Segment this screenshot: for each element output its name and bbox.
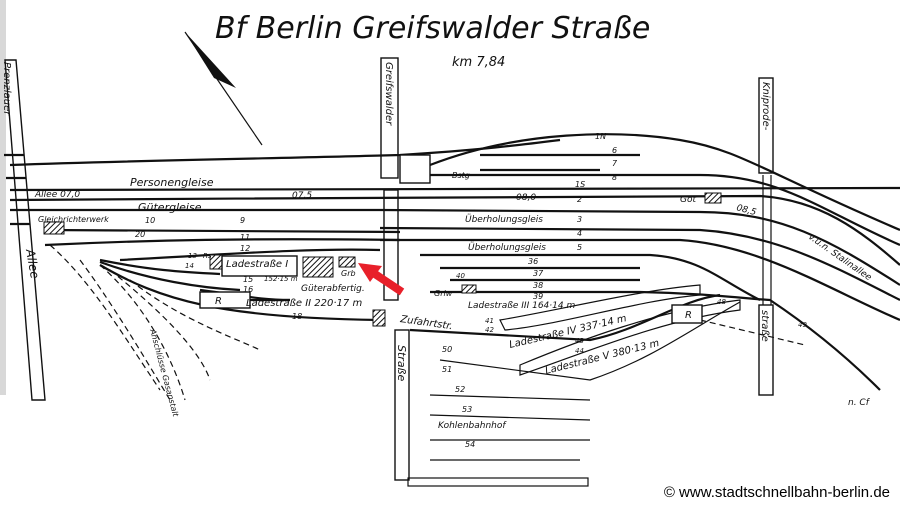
track-number: 52 (455, 385, 465, 394)
track-number: 15 (243, 275, 253, 284)
street-kniprode: Kniprode- (760, 82, 771, 131)
track-number: 10 (145, 216, 155, 225)
label-kohlenbahnhof: Kohlenbahnhof (438, 421, 507, 431)
label-r2: R (685, 310, 692, 321)
label-n-cf: n. Cf (848, 398, 871, 408)
label-ueberholungsgleis-1: Überholungsgleis (465, 214, 543, 225)
label-personengleise: Personengleise (130, 176, 214, 189)
label-grlw: Grlw (434, 289, 453, 298)
main-tracks (9, 133, 900, 391)
track-number: 43 (575, 337, 584, 345)
label-allee-km: Allee 07,0 (34, 190, 80, 200)
street-greifswalder: Greifswalder (383, 62, 394, 126)
label-gleichrichterwerk: Gleichrichterwerk (38, 215, 109, 224)
track-number: 36 (528, 257, 538, 266)
track-number: 53 (462, 405, 472, 414)
label-ladestrasse-1: Ladestraße I (226, 259, 288, 270)
track-number: 1N (595, 132, 606, 141)
scan-margin (0, 0, 6, 395)
track-number: 3 (577, 215, 582, 224)
track-number: 8 (612, 173, 617, 182)
copyright-notice: © www.stadtschnellbahn-berlin.de (663, 484, 890, 501)
label-guetergleise: Gütergleise (138, 201, 202, 214)
label-km-075: 07,5 (292, 191, 312, 201)
track-number: 18 (292, 312, 302, 321)
highlight-arrow-icon (358, 263, 405, 296)
label-r1: R (215, 296, 222, 307)
track-numbers: 1N 6 7 8 1S 2 3 4 5 9 10 11 12 13 14 15 … (135, 132, 807, 449)
track-number: 48 (717, 298, 726, 306)
label-km-080: 08,0 (516, 193, 536, 203)
track-number: 2 (577, 195, 582, 204)
track-number: 7 (612, 159, 618, 168)
track-number: 1S (575, 180, 585, 189)
label-grb: Grb (341, 269, 356, 278)
road-kniprode (758, 77, 774, 396)
road-prenzlauer-allee (4, 59, 46, 401)
track-number: 54 (465, 440, 475, 449)
label-rs: Rs (203, 252, 212, 260)
label-ueberholungsgleis-2: Überholungsgleis (468, 242, 546, 253)
label-bstg: Bstg (452, 171, 470, 180)
track-number: 9 (240, 216, 245, 225)
street-kniprode-strasse: straße (759, 310, 770, 342)
street-prenzlauer: Prenzlauer (1, 62, 12, 116)
track-number: 37 (533, 269, 544, 278)
track-number: 51 (442, 365, 452, 374)
track-number: 38 (533, 281, 543, 290)
track-number: 49 (798, 321, 807, 329)
track-number: 50 (442, 345, 452, 354)
blank-area (0, 395, 185, 509)
label-ladestrasse-3: Ladestraße III 164·14 m (468, 301, 575, 311)
track-number: 14 (185, 262, 194, 270)
street-greifswalder-strasse: Straße (395, 345, 408, 381)
track-number: 20 (135, 230, 145, 239)
track-number: 6 (612, 146, 617, 155)
km-label: km 7,84 (452, 55, 505, 70)
buildings (43, 154, 722, 327)
label-got: Got (680, 195, 696, 205)
track-number: 42 (485, 326, 494, 334)
track-number: 39 (533, 292, 543, 301)
road-greifswalder (380, 57, 410, 481)
track-number: 4 (577, 229, 582, 238)
track-number: 11 (240, 233, 250, 242)
north-arrow-icon (184, 31, 263, 146)
track-number: 12 (240, 244, 250, 253)
street-stalinallee: v.u.n. Stalinallee (806, 232, 873, 283)
label-gueterabfertigung: Güterabfertig. (301, 284, 365, 294)
track-number: 40 (456, 272, 465, 280)
track-number: 13 (188, 252, 197, 260)
page-title: Bf Berlin Greifswalder Straße (215, 11, 650, 46)
track-number: 16 (243, 285, 253, 294)
track-number: 44 (575, 347, 584, 355)
gasanstalt-sidings (49, 244, 261, 401)
track-number: 41 (485, 317, 494, 325)
track-number: 5 (577, 243, 582, 252)
label-ladestrasse-2: Ladestraße II 220·17 m (246, 298, 362, 309)
label-ladestrasse-1-length: 152·15 m (264, 275, 298, 283)
street-allee: Allee (23, 247, 42, 280)
lower-yard (407, 284, 806, 487)
